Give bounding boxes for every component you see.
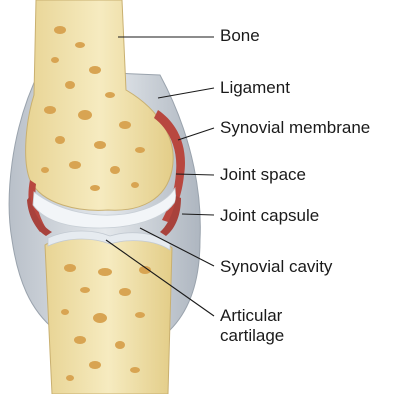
- label-joint-capsule: Joint capsule: [220, 206, 319, 226]
- label-synovial-cavity: Synovial cavity: [220, 257, 332, 277]
- label-articular-cartilage: Articular cartilage: [220, 306, 284, 346]
- label-bone: Bone: [220, 26, 260, 46]
- label-joint-space: Joint space: [220, 165, 306, 185]
- label-ligament: Ligament: [220, 78, 290, 98]
- label-articular-line2: cartilage: [220, 326, 284, 346]
- label-synovial-membrane: Synovial membrane: [220, 118, 370, 138]
- label-articular-line1: Articular: [220, 306, 284, 326]
